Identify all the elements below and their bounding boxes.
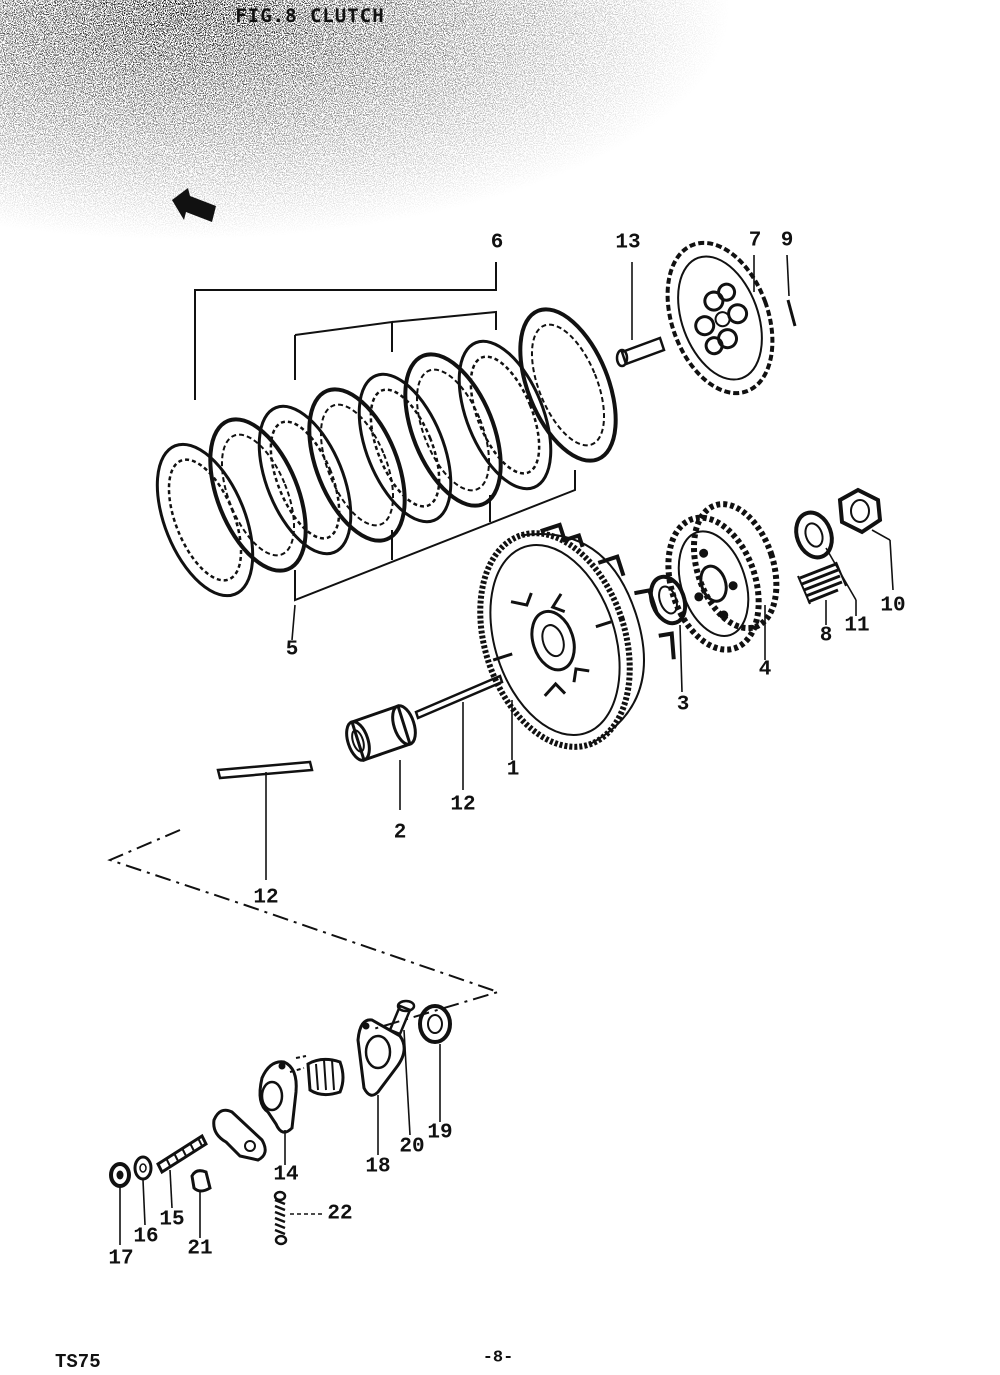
part-14-release-cam <box>258 1060 298 1165</box>
callout-9: 9 <box>780 229 794 253</box>
clutch-plates-group <box>155 262 618 641</box>
callout-2: 2 <box>393 821 407 845</box>
part-13-pin <box>615 262 666 368</box>
clutch-plate-driven <box>155 442 255 598</box>
callout-1: 1 <box>506 758 520 782</box>
relation-dashdot-line <box>107 829 502 1031</box>
callout-6: 6 <box>490 231 504 255</box>
callout-10: 10 <box>880 594 906 618</box>
part-8-clutch-spring <box>797 561 847 625</box>
part-16-washer <box>133 1155 153 1226</box>
part-19-oil-seal <box>418 1004 452 1122</box>
clutch-plate-driven <box>257 404 353 556</box>
callout-20: 20 <box>399 1135 425 1159</box>
callout-4: 4 <box>758 658 772 682</box>
clutch-plate-friction <box>307 387 407 543</box>
part-4-clutch-hub <box>665 501 780 660</box>
release-mechanism-group <box>109 999 452 1246</box>
part-22-return-spring <box>273 1190 325 1246</box>
bracket-part-5 <box>294 470 576 602</box>
callout-8: 8 <box>819 624 833 648</box>
part-17-nut <box>109 1162 131 1245</box>
part-3-thrust-washer <box>648 574 688 693</box>
clutch-plate-friction <box>518 307 618 463</box>
bracket-part-6 <box>194 262 497 400</box>
callout-12-lower: 12 <box>253 886 279 910</box>
page-number: -8- <box>482 1348 514 1368</box>
callout-11: 11 <box>844 614 870 638</box>
scan-speckle <box>0 0 1000 420</box>
release-lever <box>212 1108 267 1162</box>
callout-17: 17 <box>108 1247 134 1271</box>
callout-15: 15 <box>159 1208 185 1232</box>
callout-14: 14 <box>273 1163 299 1187</box>
clutch-plate-friction <box>403 352 503 508</box>
callout-12-upper: 12 <box>450 793 476 817</box>
callout-5: 5 <box>285 638 299 662</box>
part-7-pressure-plate <box>665 240 775 396</box>
callout-13: 13 <box>615 231 641 255</box>
part-20-screw <box>388 999 416 1136</box>
part-1-clutch-housing <box>477 522 676 760</box>
part-9-cotter-pin <box>786 254 797 327</box>
clutch-plate-friction <box>208 417 308 573</box>
leader-part-5 <box>291 604 296 641</box>
callout-3: 3 <box>676 693 690 717</box>
clutch-plate-driven <box>457 339 553 491</box>
part-2-sleeve <box>345 704 417 810</box>
part-18-release-housing <box>356 1018 406 1155</box>
part-12-push-rod-upper <box>414 674 504 790</box>
callout-22: 22 <box>327 1202 353 1226</box>
part-10-nut <box>837 487 894 591</box>
callout-19: 19 <box>427 1121 453 1145</box>
part-21-cap <box>190 1169 212 1238</box>
callout-21: 21 <box>187 1237 213 1261</box>
clutch-plate-driven <box>357 372 453 524</box>
direction-arrow-icon <box>172 188 216 222</box>
callout-18: 18 <box>365 1155 391 1179</box>
callout-16: 16 <box>133 1225 159 1249</box>
bracket-part-6-d <box>391 310 497 330</box>
callout-7: 7 <box>748 229 762 253</box>
part-15-adjusting-screw <box>156 1133 208 1209</box>
part-12-push-rod-lower <box>216 760 314 880</box>
model-label: TS75 <box>55 1351 101 1373</box>
figure-title: FIG.8 CLUTCH <box>235 5 385 27</box>
release-screw-helix <box>289 1055 345 1097</box>
